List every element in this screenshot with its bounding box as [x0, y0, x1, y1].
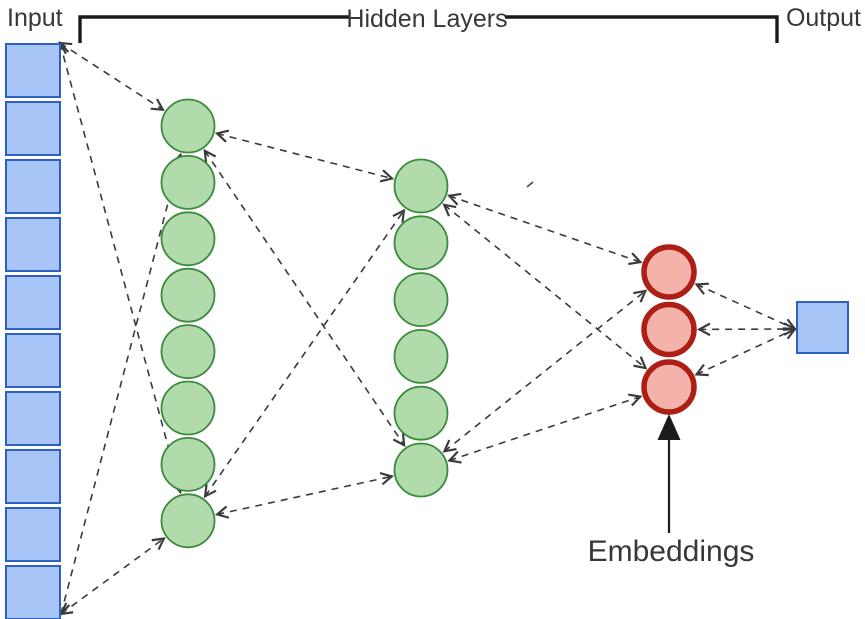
- input-node: [5, 391, 61, 446]
- hidden2-node: [393, 442, 449, 498]
- embeddings-arrowhead-icon: [657, 414, 681, 440]
- hidden2-node: [393, 158, 449, 214]
- connections-group: [60, 43, 795, 614]
- connection-line: [697, 329, 796, 374]
- input-node: [5, 275, 61, 330]
- embeddings-arrow: [657, 414, 681, 533]
- input-node: [5, 159, 61, 214]
- connection-line: [61, 155, 181, 614]
- embedding-node: [641, 301, 697, 358]
- connection-line: [444, 291, 645, 451]
- input-node: [5, 101, 61, 156]
- hidden2-node: [393, 328, 449, 384]
- embedding-node: [641, 244, 697, 300]
- hidden1-node: [160, 493, 216, 549]
- hidden2-node: [393, 215, 449, 271]
- connection-line: [697, 285, 795, 330]
- connection-line: [449, 196, 640, 262]
- hidden1-node: [160, 267, 216, 323]
- input-label: Input: [7, 4, 63, 32]
- nodes-group: [5, 43, 849, 619]
- input-node: [5, 217, 61, 272]
- connection-line: [217, 476, 392, 514]
- input-node: [5, 43, 61, 98]
- hidden2-node: [393, 385, 449, 441]
- stray-mark: [526, 181, 534, 188]
- connection-line: [217, 134, 392, 179]
- hidden-layers-label: Hidden Layers: [346, 5, 507, 33]
- input-node: [5, 565, 61, 619]
- input-node: [5, 507, 61, 562]
- output-label: Output: [786, 4, 861, 32]
- connection-line: [205, 211, 404, 497]
- hidden1-node: [160, 380, 216, 436]
- input-node: [5, 449, 61, 504]
- hidden1-node: [160, 436, 216, 492]
- hidden-layers-bracket: [78, 15, 779, 43]
- connection-line: [205, 151, 404, 445]
- hidden1-node: [160, 324, 216, 380]
- connection-line: [61, 539, 164, 615]
- connection-line: [449, 397, 640, 461]
- hidden2-node: [393, 272, 449, 328]
- hidden1-node: [160, 154, 216, 210]
- hidden1-node: [160, 211, 216, 267]
- output-node: [796, 301, 849, 354]
- connection-line: [444, 205, 645, 368]
- connection-line: [60, 43, 180, 492]
- embedding-node: [641, 359, 697, 415]
- embeddings-label: Embeddings: [588, 535, 755, 568]
- hidden1-node: [160, 98, 216, 154]
- input-node: [5, 333, 61, 388]
